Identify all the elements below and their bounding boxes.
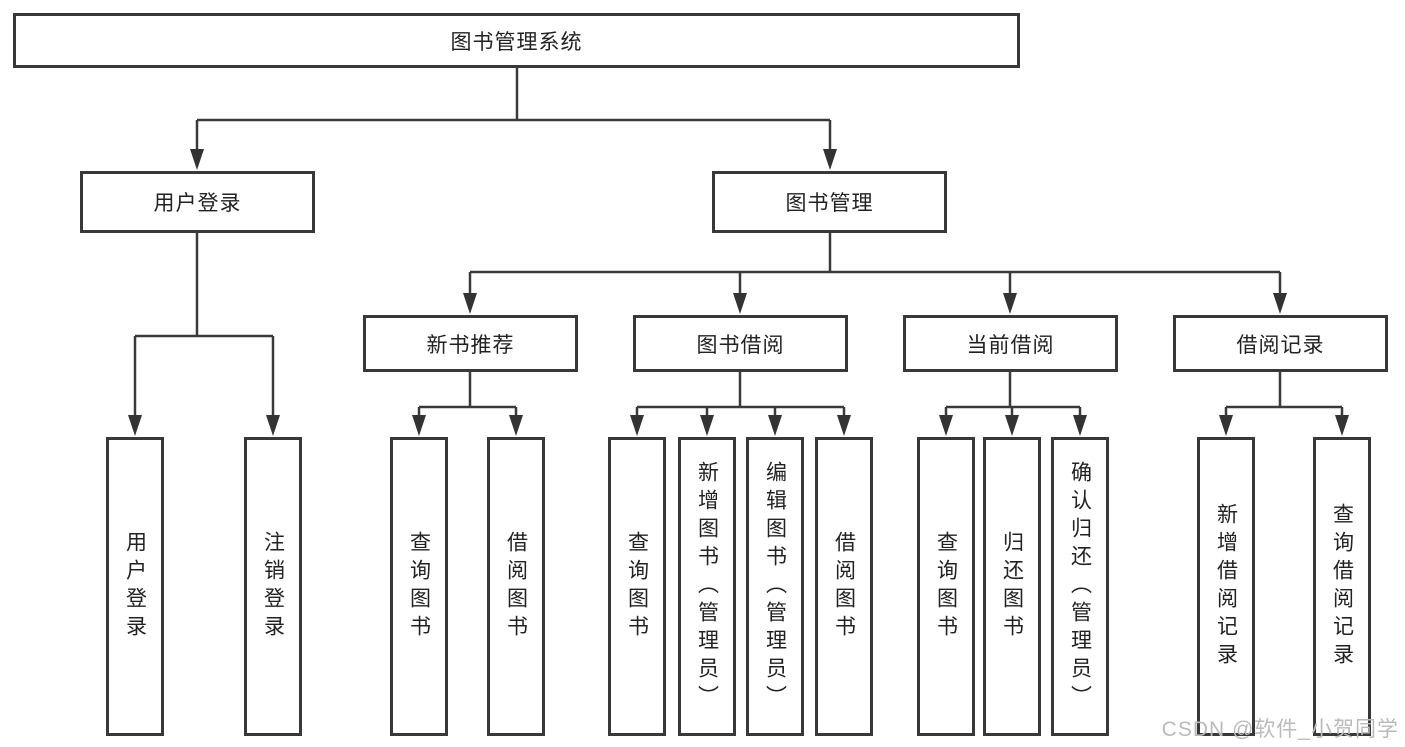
node-book-borrowing: 图书借阅 [633,315,848,372]
leaf-return-books: 归还图书 [983,437,1041,736]
leaf-add-borrow-record: 新增借阅记录 [1197,437,1255,736]
leaf-add-book-admin: 新增图书（管理员） [678,437,736,736]
leaf-borrow-books: 借阅图书 [815,437,873,736]
node-new-book-recommendation: 新书推荐 [363,315,578,372]
leaf-query-books-recommend: 查询图书 [390,437,448,736]
node-root-library-management-system: 图书管理系统 [13,13,1020,68]
leaf-edit-book-admin: 编辑图书（管理员） [746,437,804,736]
arrowhead-icons [128,149,1349,436]
leaf-borrow-books-recommend: 借阅图书 [487,437,545,736]
node-book-management: 图书管理 [712,171,947,233]
node-current-borrowing: 当前借阅 [903,315,1118,372]
leaf-logout: 注销登录 [244,437,302,736]
csdn-watermark: CSDN @软件_小贺同学 [1161,718,1399,741]
node-borrowing-records: 借阅记录 [1173,315,1388,372]
leaf-query-books-borrowing: 查询图书 [608,437,666,736]
leaf-query-borrow-record: 查询借阅记录 [1313,437,1371,736]
node-user-login: 用户登录 [80,171,315,233]
leaf-user-login: 用户登录 [106,437,164,736]
leaf-query-books-current: 查询图书 [917,437,975,736]
leaf-confirm-return-admin: 确认归还（管理员） [1051,437,1109,736]
